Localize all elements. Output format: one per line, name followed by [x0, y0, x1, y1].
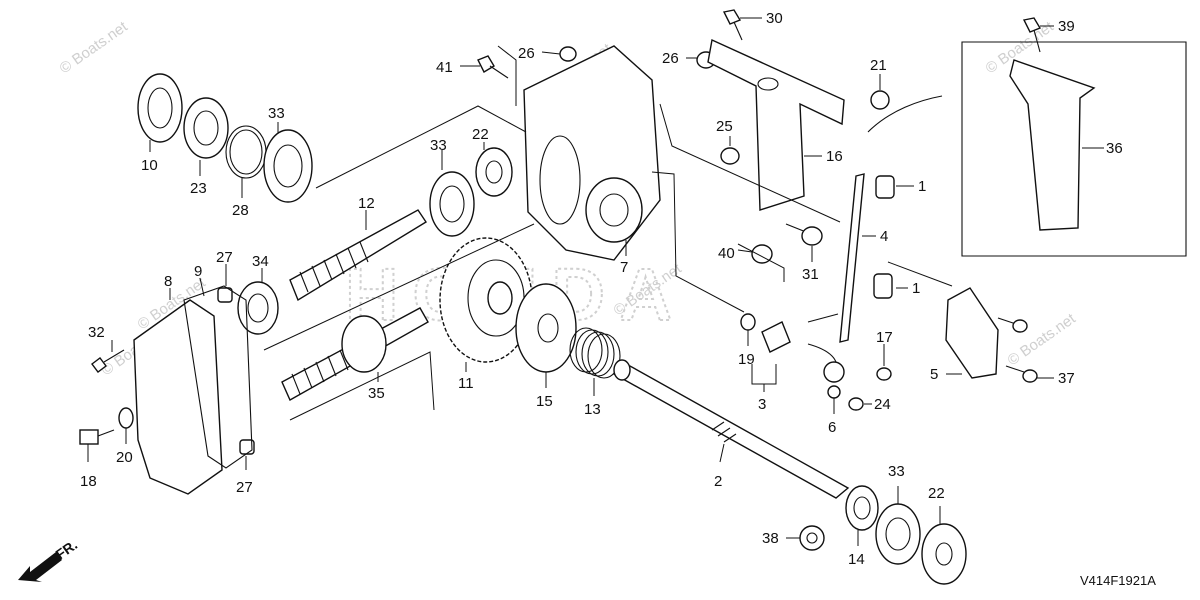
- callout-label: 38: [762, 530, 779, 547]
- part-22-oil-seal: [475, 147, 513, 197]
- callout-label: 6: [828, 419, 836, 436]
- part-40-nut: [751, 244, 773, 264]
- watermark-text: © Boats.net: [57, 18, 132, 77]
- part-33-bearing: [263, 129, 313, 203]
- watermark-text: © Boats.net: [1005, 310, 1080, 369]
- callout-label: 33: [430, 137, 447, 154]
- part-37-bolt: [997, 317, 1038, 383]
- callout-label: 15: [536, 393, 553, 410]
- part-32-bolt: [91, 349, 125, 373]
- part-10-oil-seal: [137, 73, 183, 143]
- part-41-bolt: [477, 55, 509, 79]
- callout-label: 4: [880, 228, 888, 245]
- part-39-bolt: [1022, 17, 1042, 53]
- callout-label: 23: [190, 180, 207, 197]
- callout-label: 26: [662, 50, 679, 67]
- callout-label: 24: [874, 396, 891, 413]
- callout-label: 13: [584, 401, 601, 418]
- callout-label: 20: [116, 449, 133, 466]
- part-7-gear-case: [523, 45, 661, 261]
- part-8-cover: [133, 299, 223, 495]
- callout-label: 33: [268, 105, 285, 122]
- part-12-worm-shaft: [289, 209, 427, 302]
- callout-label: 35: [368, 385, 385, 402]
- callout-label: 25: [716, 118, 733, 135]
- callout-label: 31: [802, 266, 819, 283]
- part-33-bearing: [875, 503, 921, 565]
- callout-label: 36: [1106, 140, 1123, 157]
- callout-label: 32: [88, 324, 105, 341]
- callout-label: 19: [738, 351, 755, 368]
- callout-label: 17: [876, 329, 893, 346]
- part-5-bracket: [945, 287, 999, 379]
- callout-label: 14: [848, 551, 865, 568]
- part-33-bearing: [429, 171, 475, 237]
- part-28-circlip: [225, 125, 267, 179]
- callout-label: 34: [252, 253, 269, 270]
- part-14-oil-seal: [845, 485, 879, 531]
- part-2-shaft: [612, 359, 850, 499]
- part-13-spring: [569, 327, 621, 379]
- part-38-collar: [799, 525, 825, 551]
- callout-label: 11: [458, 375, 474, 392]
- callout-label: 27: [216, 249, 233, 266]
- callout-label: 1: [918, 178, 926, 195]
- part-24-nut: [848, 397, 864, 411]
- callout-label: 22: [928, 485, 945, 502]
- front-direction-arrow: [18, 552, 62, 582]
- callouts: 30 39 26 26 41 21 33 36 10 23 28 25 33 2…: [80, 10, 1123, 568]
- part-20-washer: [118, 407, 134, 429]
- part-23-bearing: [183, 97, 229, 159]
- part-27-dowel-pin: [217, 287, 233, 303]
- part-18-bolt: [79, 429, 115, 445]
- callout-label: 1: [912, 280, 920, 297]
- callout-label: 27: [236, 479, 253, 496]
- part-36-bracket: [1009, 59, 1096, 231]
- callout-label: 5: [930, 366, 938, 383]
- part-15-clutch-plate: [515, 283, 577, 373]
- callout-label: 33: [888, 463, 905, 480]
- part-16-bracket: [707, 38, 845, 211]
- callout-label: 16: [826, 148, 843, 165]
- part-17-screw: [876, 367, 892, 381]
- callout-label: 2: [714, 473, 722, 490]
- callout-label: 30: [766, 10, 783, 27]
- callout-label: 41: [436, 59, 453, 76]
- part-21-grommet: [870, 90, 890, 110]
- callout-label: 22: [472, 126, 489, 143]
- part-34-bearing: [237, 281, 279, 335]
- part-6-washer: [827, 385, 841, 399]
- callout-label: 40: [718, 245, 735, 262]
- callout-label: 9: [194, 263, 202, 280]
- part-25-nut: [720, 147, 740, 165]
- callout-label: 26: [518, 45, 535, 62]
- callout-label: 37: [1058, 370, 1075, 387]
- callout-label: 3: [758, 396, 766, 413]
- callout-label: 18: [80, 473, 97, 490]
- drawing-code: V414F1921A: [1080, 573, 1156, 588]
- part-31-bolt: [785, 223, 823, 246]
- part-35-worm-shaft: [281, 307, 429, 401]
- part-1-grommet: [873, 273, 893, 299]
- inset-frame: [961, 41, 1187, 257]
- part-3-switch-assembly: [740, 313, 845, 383]
- part-26-nut: [559, 46, 577, 62]
- callout-label: 7: [620, 259, 628, 276]
- callout-label: 8: [164, 273, 172, 290]
- part-1-grommet: [875, 175, 895, 199]
- part-30-bolt: [722, 9, 743, 41]
- part-9-gasket: [183, 285, 253, 469]
- part-4-cable: [839, 95, 943, 343]
- callout-label: 28: [232, 202, 249, 219]
- callout-label: 21: [870, 57, 887, 74]
- part-22-oil-seal: [921, 523, 967, 585]
- callout-label: 10: [141, 157, 158, 174]
- callout-label: 39: [1058, 18, 1075, 35]
- callout-label: 12: [358, 195, 375, 212]
